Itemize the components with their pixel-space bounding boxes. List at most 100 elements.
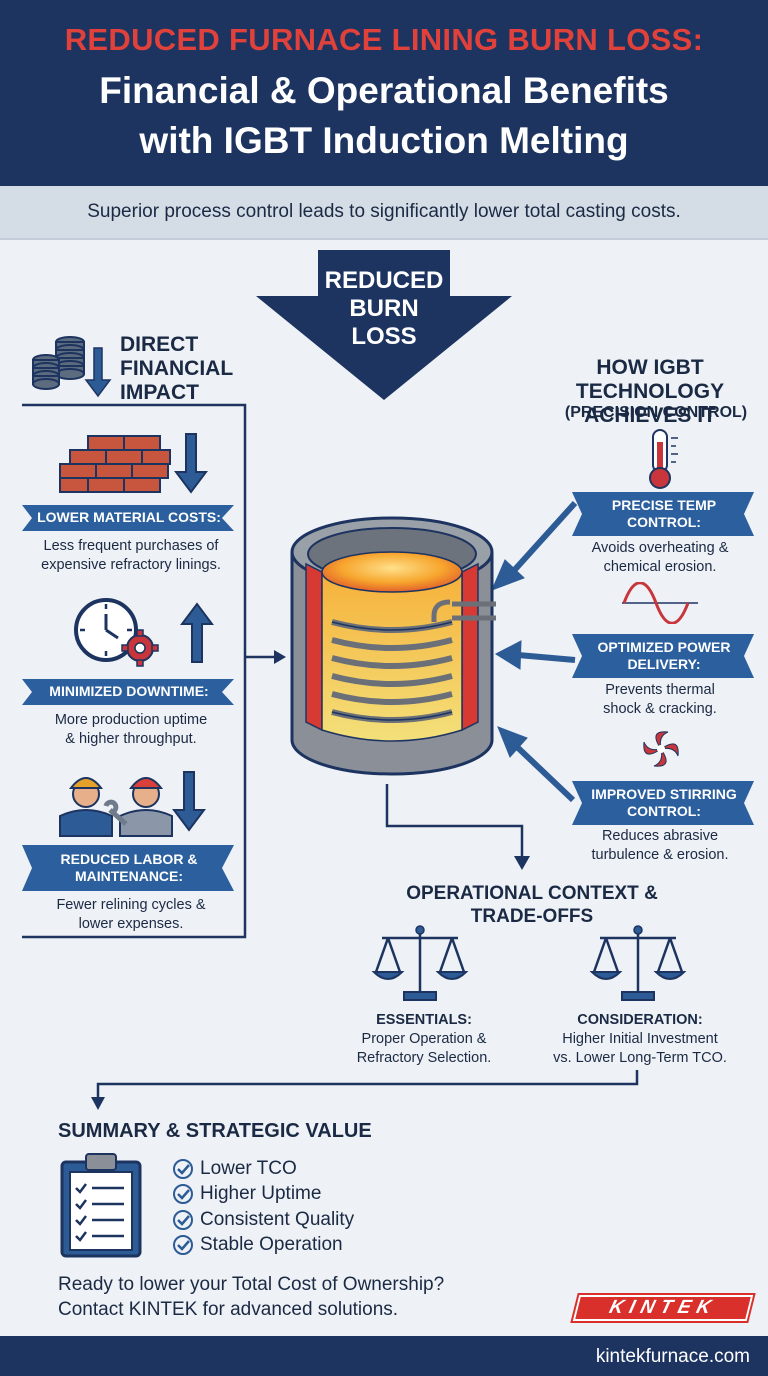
desc-line: shock & cracking. [603,701,717,717]
scales-icon-left [371,925,469,1001]
scales-icon-right [589,925,687,1001]
check-item: Stable Operation [172,1233,354,1259]
summary-checklist: Lower TCO Higher Uptime Consistent Quali… [172,1156,354,1258]
arrow-text-1: REDUCED [324,267,444,294]
kintek-logo-text: KINTEK [607,1297,720,1318]
desc-line: Fewer relining cycles & [56,897,206,913]
consideration-title: CONSIDERATION: [577,1012,703,1028]
title-line-1: Financial & Operational Benefits [99,70,669,111]
optimized-power-label: OPTIMIZED POWER DELIVERY: [580,639,748,673]
label-line: OPTIMIZED POWER [597,639,731,655]
label-line: PRECISE TEMP [611,497,717,513]
context-heading-1: OPERATIONAL CONTEXT & [406,883,658,904]
left-heading-2: FINANCIAL [120,357,234,380]
context-heading-2: TRADE-OFFS [470,906,594,927]
check-label: Consistent Quality [200,1208,355,1230]
optimized-power-ribbon [572,634,754,678]
consideration-line: Higher Initial Investment [562,1031,718,1047]
label-line: REDUCED LABOR & [60,851,198,867]
precise-temp-desc: Avoids overheating & chemical erosion. [560,539,760,577]
check-item: Consistent Quality [172,1207,354,1233]
cta-line-2: Contact KINTEK for advanced solutions. [58,1299,399,1320]
induction-furnace-illustration [290,516,496,776]
cta-line-1: Ready to lower your Total Cost of Owners… [58,1274,445,1295]
check-circle-icon [173,1184,193,1205]
consideration-line: vs. Lower Long-Term TCO. [553,1050,727,1066]
footer-bar [0,1336,768,1376]
header-banner [0,0,768,186]
desc-line: turbulence & erosion. [591,847,729,863]
precise-temp-ribbon [572,492,754,536]
workers-wrench-icon [59,771,206,837]
reduced-burn-loss-arrow [256,250,512,400]
consideration-block: CONSIDERATION: Higher Initial Investment… [534,1011,746,1068]
check-label: Higher Uptime [200,1183,322,1205]
kintek-logo[interactable]: KINTEK [570,1293,756,1323]
right-heading-2: TECHNOLOGY [575,380,725,403]
label-line: IMPROVED STIRRING [591,786,737,802]
improved-stirring-ribbon [572,781,754,825]
desc-line: Prevents thermal [605,682,715,698]
reduced-labor-label: REDUCED LABOR & MAINTENANCE: [30,851,228,885]
bricks-icon [59,433,208,494]
desc-line: More production uptime [54,712,208,728]
check-label: Lower TCO [200,1157,297,1179]
lower-material-costs-ribbon [22,505,234,531]
improved-stirring-label: IMPROVED STIRRING CONTROL: [580,786,748,820]
context-connector [385,784,524,858]
reduced-burn-loss-text: REDUCED BURN LOSS [300,267,468,351]
minimized-downtime-label: MINIMIZED DOWNTIME: [49,683,209,699]
call-to-action: Ready to lower your Total Cost of Owners… [58,1272,444,1322]
title-red-line: REDUCED FURNACE LINING BURN LOSS: [64,22,704,57]
label-line: CONTROL: [627,514,701,530]
desc-line: expensive refractory linings. [41,557,221,573]
precise-temp-label: PRECISE TEMP CONTROL: [580,497,748,531]
minimized-downtime-ribbon [22,679,234,705]
label-line: DELIVERY: [627,656,701,672]
minimized-downtime-desc: More production uptime & higher throughp… [18,711,244,749]
swirl-icon [643,731,679,767]
optimized-power-desc: Prevents thermal shock & cracking. [560,681,760,719]
right-heading-3: ACHIEVES IT [584,404,716,427]
desc-line: chemical erosion. [603,559,717,575]
right-section-heading: HOW IGBT TECHNOLOGY ACHIEVES IT [560,356,740,428]
check-circle-icon [173,1158,193,1179]
summary-connector [96,1070,639,1100]
improved-stirring-desc: Reduces abrasive turbulence & erosion. [560,827,760,865]
check-item: Lower TCO [172,1156,354,1182]
check-circle-icon [173,1235,193,1256]
reduced-labor-desc: Fewer relining cycles & lower expenses. [18,896,244,934]
context-heading: OPERATIONAL CONTEXT & TRADE-OFFS [394,882,670,928]
desc-line: Avoids overheating & [591,540,729,556]
footer-url-link[interactable]: kintekfurnace.com [595,1346,750,1367]
summary-heading: SUMMARY & STRATEGIC VALUE [58,1120,372,1142]
right-heading-1: HOW IGBT [596,356,704,379]
lower-material-costs-label: LOWER MATERIAL COSTS: [37,509,221,525]
arrow-text-2: BURN [349,295,419,322]
clock-gear-icon [74,598,214,667]
essentials-title: ESSENTIALS: [376,1012,472,1028]
essentials-line: Refractory Selection. [356,1050,492,1066]
left-heading-1: DIRECT [120,333,199,356]
check-circle-icon [173,1209,193,1230]
subtitle-band [0,186,768,240]
desc-line: Less frequent purchases of [43,538,219,554]
lower-material-costs-desc: Less frequent purchases of expensive ref… [18,537,244,575]
desc-line: & higher throughput. [65,731,197,747]
subtitle: Superior process control leads to signif… [87,201,681,222]
thermometer-icon [649,429,678,489]
left-heading-3: IMPACT [120,381,199,404]
label-line: CONTROL: [627,803,701,819]
essentials-block: ESSENTIALS: Proper Operation & Refractor… [336,1011,512,1068]
title-line-2: with IGBT Induction Melting [139,120,629,161]
desc-line: Reduces abrasive [601,828,719,844]
right-heading-sub: (PRECISION CONTROL) [564,404,748,421]
reduced-labor-ribbon [22,845,234,891]
desc-line: lower expenses. [78,916,184,932]
check-label: Stable Operation [200,1234,343,1256]
label-line: MAINTENANCE: [74,868,184,884]
left-section-heading: DIRECT FINANCIAL IMPACT [120,333,250,405]
sine-wave-icon [622,582,698,624]
check-item: Higher Uptime [172,1182,354,1208]
